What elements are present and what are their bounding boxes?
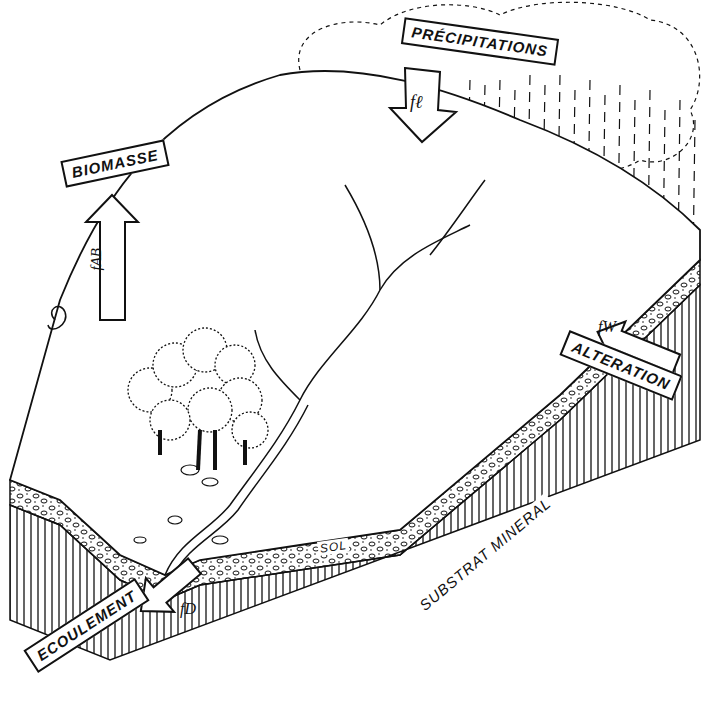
flux-symbol: fW xyxy=(598,318,616,336)
tree-trunks xyxy=(160,430,245,470)
rocks xyxy=(134,465,228,544)
flux-symbol: fAB xyxy=(88,248,105,271)
flow-arrow xyxy=(390,68,456,142)
flux-symbol: fℓ xyxy=(410,92,423,113)
flow-arrow xyxy=(86,195,138,320)
land-surface xyxy=(10,71,700,575)
box-text: PRÉCIPITATIONS xyxy=(410,24,549,60)
label-box: PRÉCIPITATIONS xyxy=(401,17,559,65)
stream xyxy=(165,180,485,578)
flux-symbol: fD xyxy=(180,600,196,618)
symbol xyxy=(48,307,66,330)
